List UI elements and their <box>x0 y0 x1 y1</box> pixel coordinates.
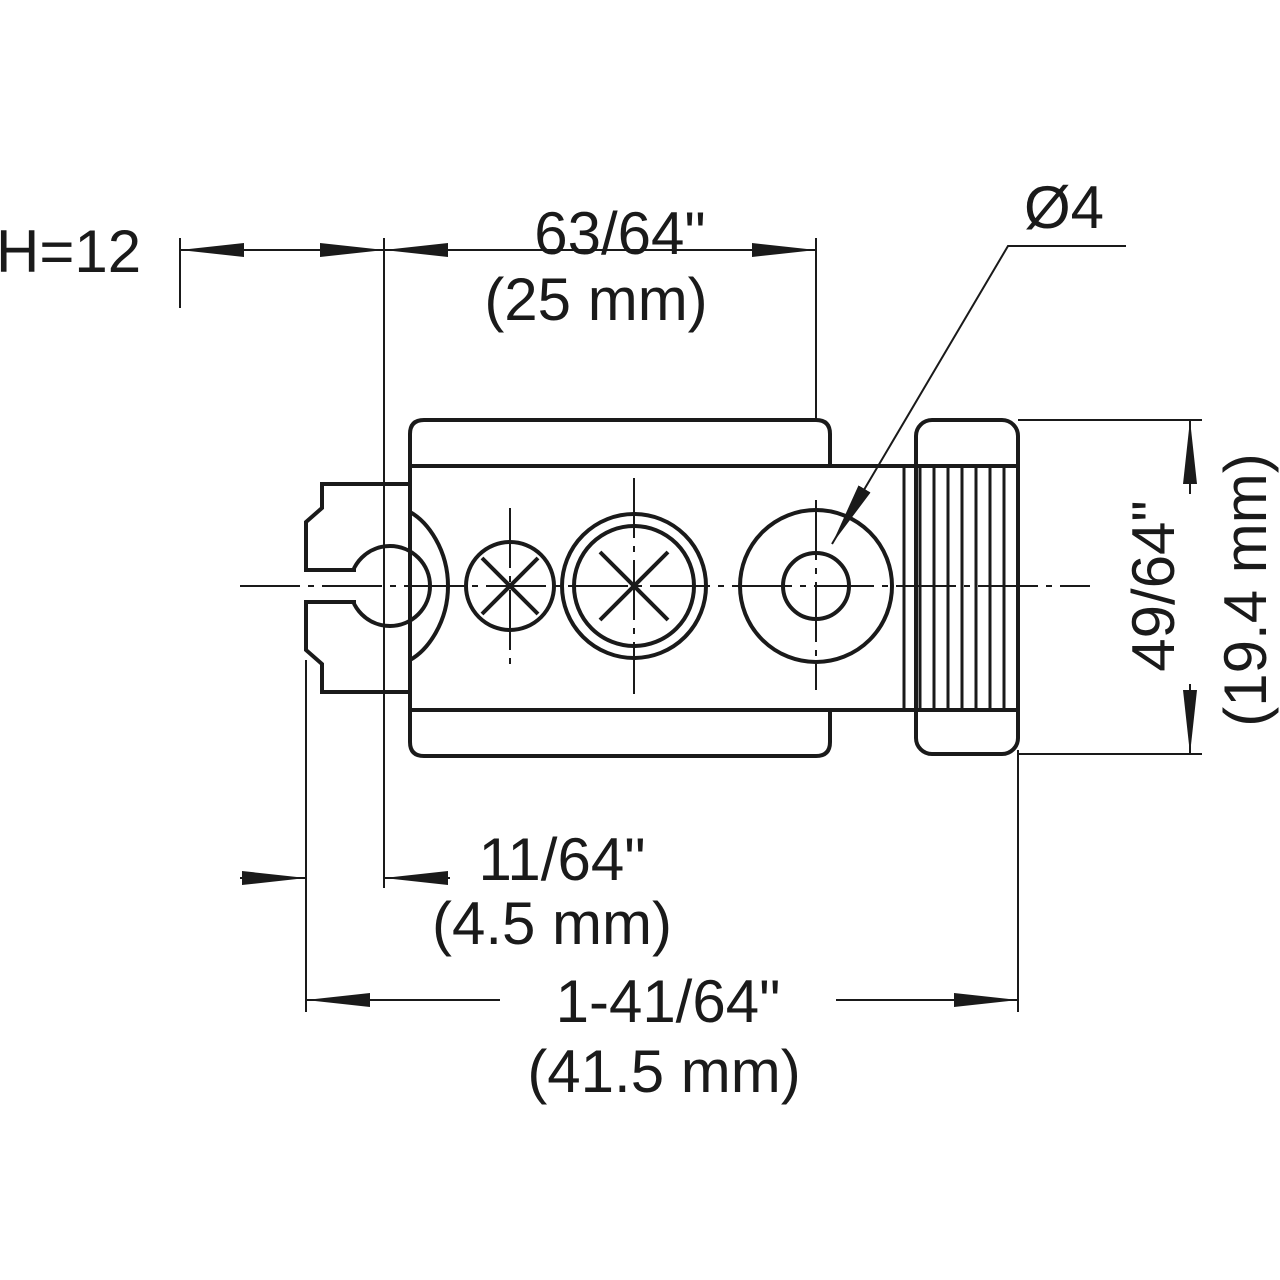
right-dimension-mm: (19.4 mm) <box>1212 453 1279 726</box>
total-dimension-mm: (41.5 mm) <box>527 1038 800 1105</box>
dimension-lines <box>180 243 1197 1007</box>
small-dimension-inch: 11/64" <box>479 826 646 893</box>
knurl-lines <box>902 466 1006 710</box>
extension-lines <box>179 238 1202 1012</box>
right-dimension-inch: 49/64" <box>1120 500 1187 671</box>
main-block <box>408 418 918 758</box>
h-label: H=12 <box>0 218 141 285</box>
top-dimension-inch: 63/64" <box>534 200 705 267</box>
total-dimension-inch: 1-41/64" <box>556 968 781 1035</box>
small-dimension-mm: (4.5 mm) <box>432 890 672 957</box>
centerlines <box>240 478 1090 694</box>
part-body <box>304 418 1020 758</box>
diameter-label: Ø4 <box>1024 174 1104 241</box>
diameter-leader <box>831 245 1126 545</box>
top-dimension-mm: (25 mm) <box>484 266 707 333</box>
